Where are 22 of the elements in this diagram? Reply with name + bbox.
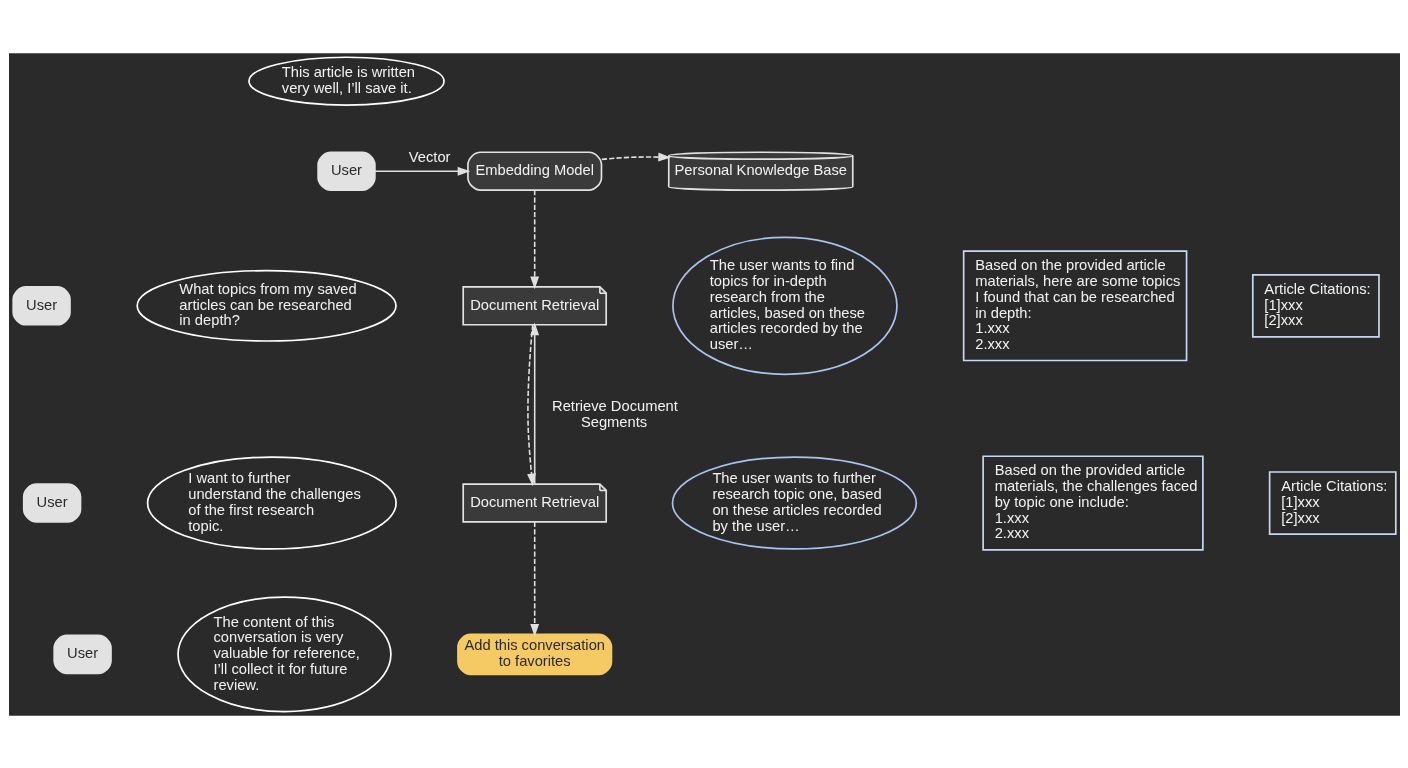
arrow bbox=[529, 188, 539, 289]
node-box: Add this conversation to favorites bbox=[456, 633, 612, 675]
edge-label: Vector bbox=[408, 148, 450, 165]
node-ellipse: I want to further understand the challenges of the first research topic. bbox=[146, 455, 397, 550]
node-ellipse: The content of this conversation is very valuable for reference, I’ll collect it for future review. bbox=[176, 595, 392, 712]
arrow bbox=[600, 152, 671, 162]
node-box: Article Citations: [1]xxx [2]xxx bbox=[1251, 273, 1380, 338]
node-box: User bbox=[22, 482, 81, 523]
arrow bbox=[529, 520, 539, 637]
node-box: Article Citations: [1]xxx [2]xxx bbox=[1268, 470, 1397, 535]
node-box: User bbox=[11, 285, 71, 326]
node-ellipse: This article is written very well, I’ll save it. bbox=[247, 55, 445, 106]
edge-label: Retrieve Document Segments bbox=[551, 397, 678, 430]
node-ellipse: The user wants to further research topic one, based on these articles recorded by the user… bbox=[671, 455, 917, 550]
node-box: Embedding Model bbox=[466, 150, 602, 191]
node-box: User bbox=[316, 150, 376, 191]
arrow bbox=[373, 166, 470, 176]
node-ellipse: What topics from my saved articles can be researched in depth? bbox=[135, 269, 397, 342]
node-ellipse: The user wants to find topics for in-depth research from the articles, based on these articles recorded by the user… bbox=[671, 236, 898, 375]
node-box: User bbox=[52, 634, 112, 674]
node-box: Based on the provided article materials, the challenges faced by topic one include: 1.xxx 2.xxx bbox=[981, 454, 1204, 551]
node-box: Based on the provided article materials, here are some topics I found that can be researched in depth: 1.xxx 2.xxx bbox=[962, 249, 1187, 361]
